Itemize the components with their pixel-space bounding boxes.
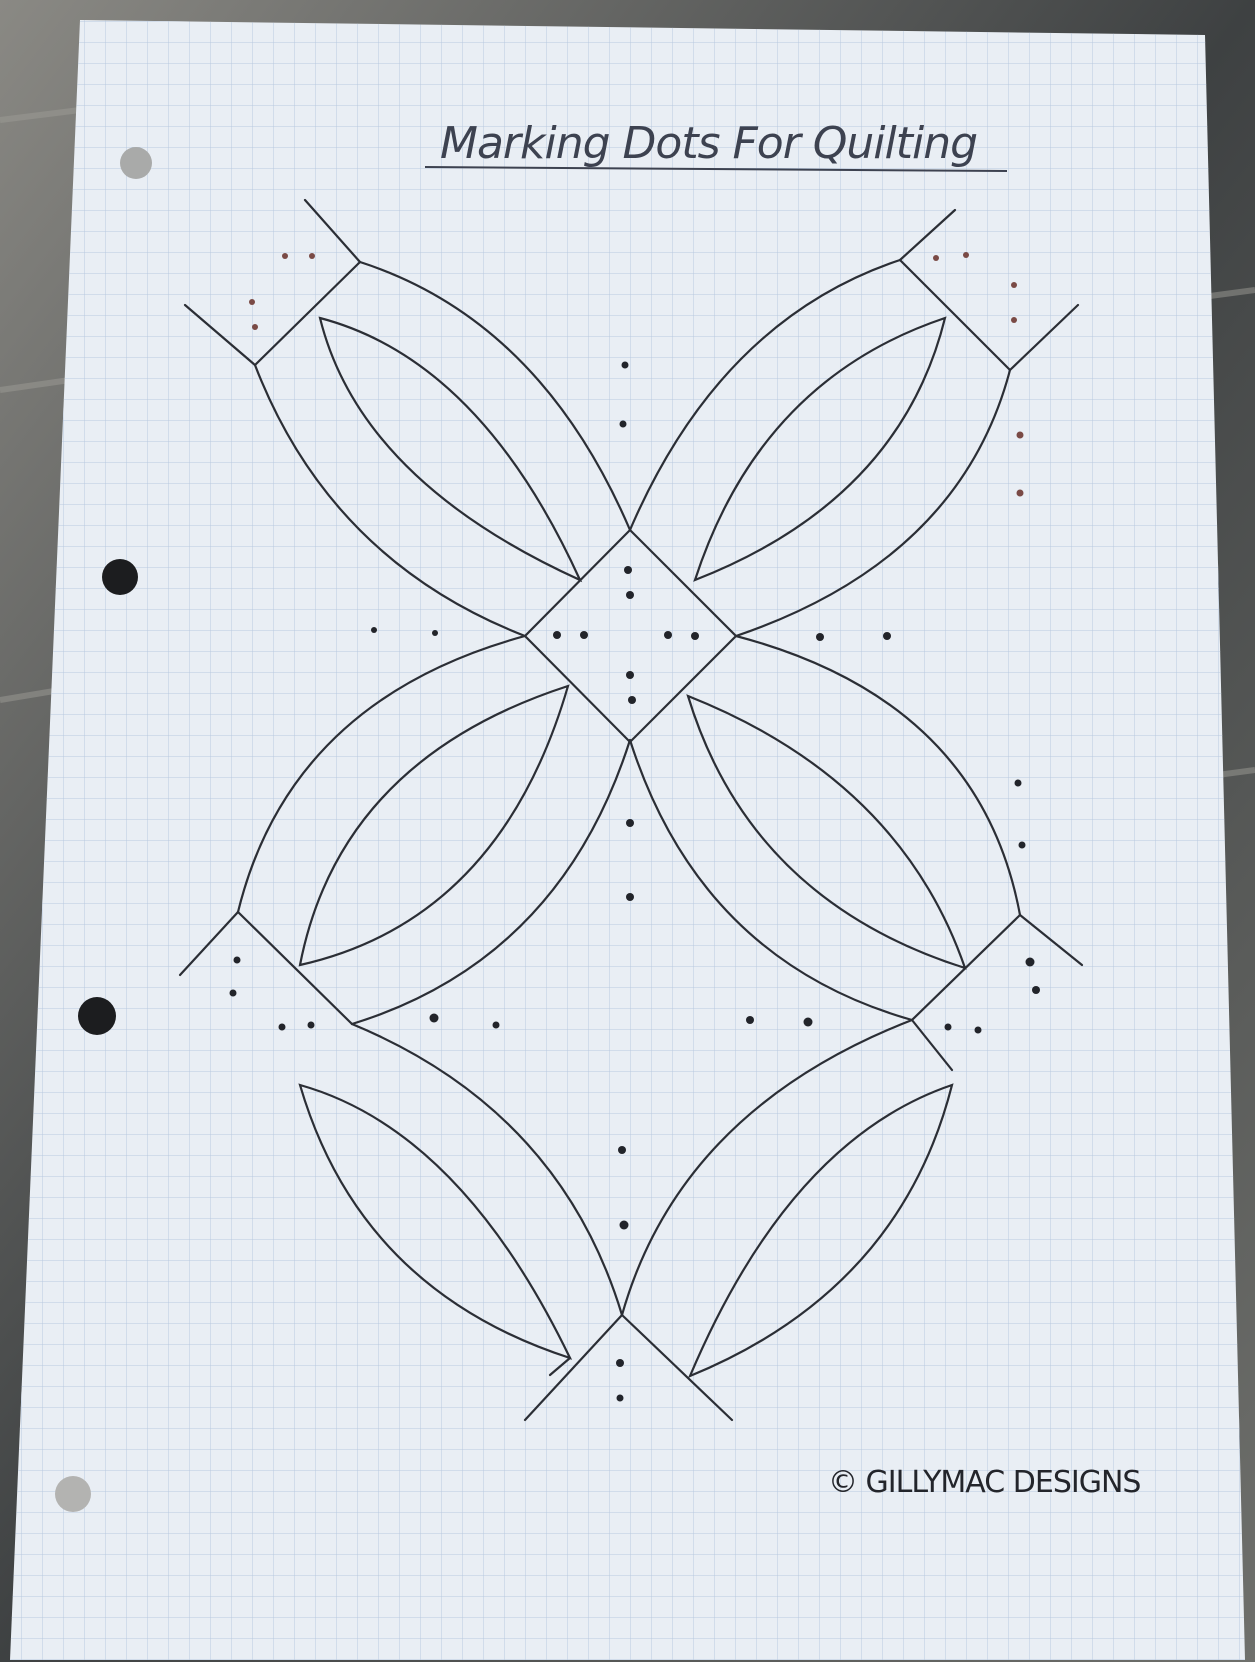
binder-hole (55, 1476, 91, 1512)
binder-hole (78, 997, 116, 1035)
copyright-signature: © GILLYMAC DESIGNS (828, 1465, 1140, 1500)
binder-hole (102, 559, 138, 595)
graph-paper-sheet (10, 20, 1245, 1660)
binder-hole (120, 147, 152, 179)
sheet-title: Marking Dots For Quilting (440, 118, 977, 169)
